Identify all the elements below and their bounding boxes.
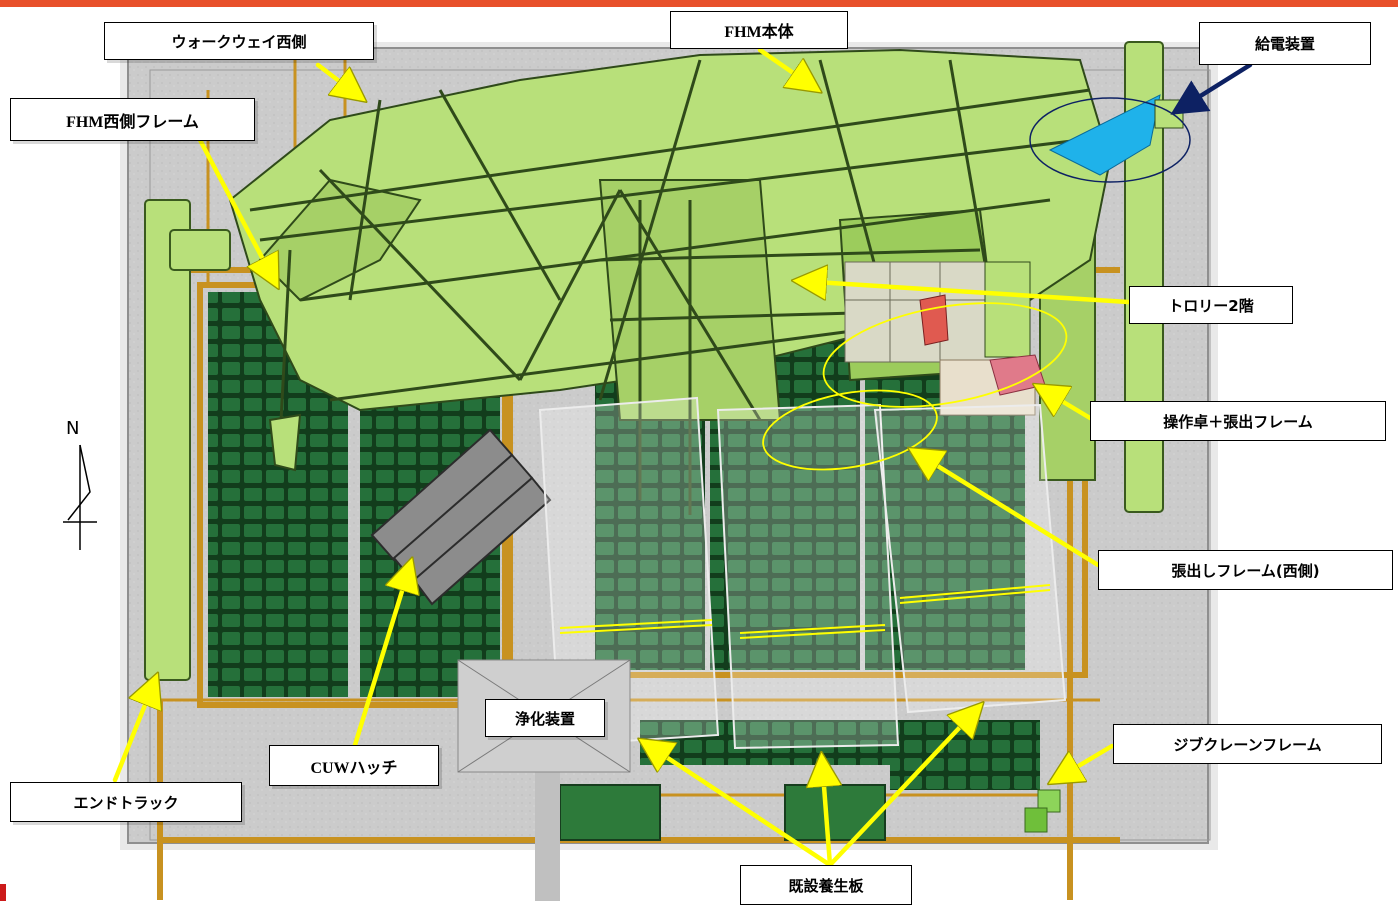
arrow-jib-crane	[1055, 743, 1115, 780]
label-fhm-west-frame: FHM西側フレーム	[10, 98, 255, 141]
arrow-cover-3	[827, 708, 978, 868]
label-fhm-body: FHM本体	[670, 11, 848, 49]
east-end-track	[1039, 41, 1164, 513]
cover-plates	[538, 396, 1067, 750]
label-existing-cover: 既設養生板	[740, 865, 912, 905]
arrow-cover-1	[645, 743, 833, 868]
arrow-fhm-body	[757, 47, 815, 88]
top-accent-bar	[0, 0, 1398, 7]
arrow-end-track	[112, 680, 155, 783]
label-walkway-west: ウォークウェイ西側	[104, 22, 374, 60]
arrow-power-supply	[1170, 62, 1253, 115]
label-purifier: 浄化装置	[485, 699, 605, 737]
label-jib-crane-frame: ジブクレーンフレーム	[1113, 724, 1382, 764]
end-track-frame	[144, 199, 231, 681]
cover-plate-yellow-lines	[559, 584, 1051, 639]
arrow-walkway-west	[315, 62, 360, 97]
jib-crane-boxes	[1024, 789, 1061, 833]
arrow-console-overhang	[1040, 388, 1093, 421]
callout-arrows	[112, 47, 1131, 868]
fhm-truss-members	[249, 59, 1091, 515]
fhm-west-frame-hanging	[268, 413, 302, 472]
arrow-cuw-hatch	[352, 565, 410, 748]
corner-red-mark	[0, 884, 6, 901]
label-overhang-west: 張出しフレーム(西側)	[1098, 550, 1393, 590]
arrow-overhang-west	[915, 452, 1101, 568]
compass-north-label: N	[66, 418, 80, 439]
arrow-fhm-west-frame	[197, 137, 275, 282]
label-console-overhang: 操作卓＋張出フレーム	[1090, 401, 1386, 441]
label-cuw-hatch: CUWハッチ	[269, 745, 439, 786]
arrow-trolley-2f	[800, 281, 1131, 305]
label-trolley-2f: トロリー2階	[1129, 286, 1293, 324]
arrow-cover-2	[822, 760, 830, 868]
bottom-equipment	[559, 784, 886, 841]
cuw-hatch-slabs	[370, 428, 552, 606]
compass-symbol	[63, 444, 97, 550]
label-end-track: エンドトラック	[10, 782, 242, 822]
label-power-supply: 給電装置	[1199, 22, 1371, 65]
highlight-ellipses	[762, 97, 1191, 471]
